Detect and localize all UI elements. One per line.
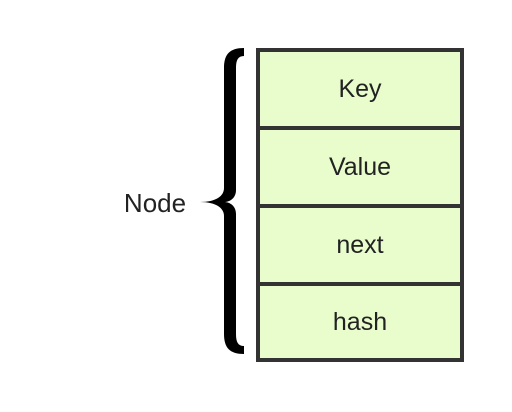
field-value: Value bbox=[256, 126, 464, 208]
node-label: Node bbox=[123, 188, 187, 218]
field-next: next bbox=[256, 204, 464, 286]
field-key: Key bbox=[256, 48, 464, 130]
node-fields: Key Value next hash bbox=[256, 48, 464, 362]
curly-brace-icon bbox=[200, 48, 244, 354]
field-hash: hash bbox=[256, 282, 464, 362]
